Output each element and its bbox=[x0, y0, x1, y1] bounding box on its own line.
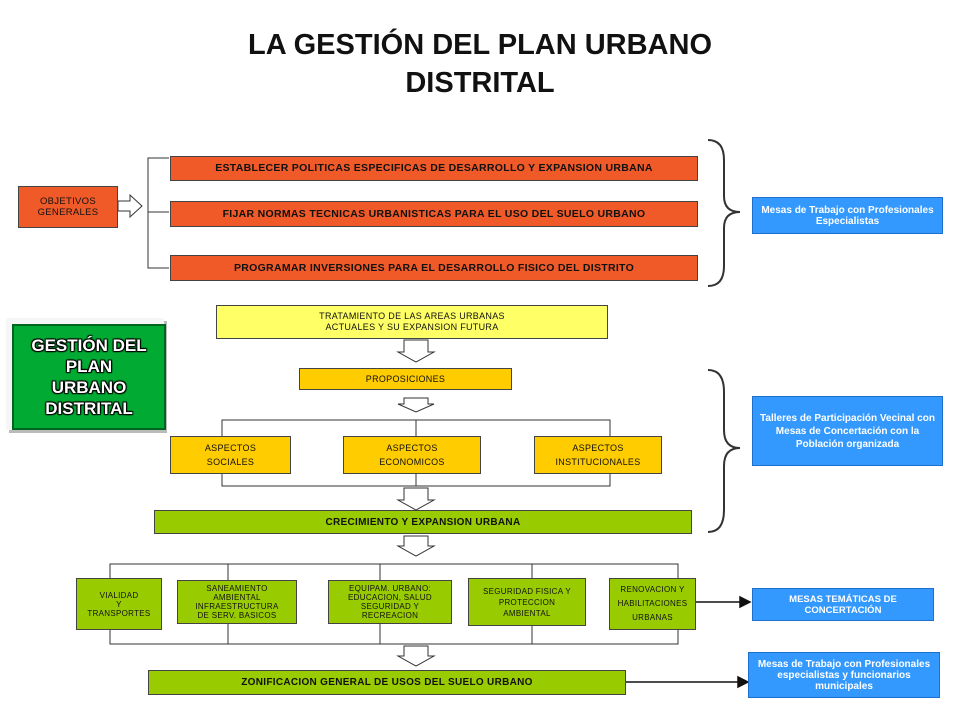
sector-seguridad-line-2: PROTECCION bbox=[498, 597, 556, 607]
sector-vialidad-line-1: VIALIDAD bbox=[99, 590, 139, 600]
sector-equipamiento-line-1: EQUIPAM. URBANO: bbox=[349, 584, 431, 593]
mesas-trabajo-box: Mesas de Trabajo con Profesionales Espec… bbox=[752, 197, 943, 234]
sector-saneamiento-box: SANEAMIENTO AMBIENTAL INFRAESTRUCTURA DE… bbox=[177, 580, 297, 624]
aspectos-institucionales-line-2: INSTITUCIONALES bbox=[555, 457, 641, 467]
aspectos-sociales-line-2: SOCIALES bbox=[206, 457, 255, 467]
sector-vialidad-line-3: TRANSPORTES bbox=[87, 608, 151, 618]
mesas-tematicas-box: MESAS TEMÁTICAS DE CONCERTACIÓN bbox=[752, 588, 934, 621]
proposiciones-label: PROPOSICIONES bbox=[365, 373, 446, 384]
zonificacion-label: ZONIFICACION GENERAL DE USOS DEL SUELO U… bbox=[241, 677, 533, 688]
sector-equipamiento-line-3: SEGURIDAD Y bbox=[360, 602, 420, 611]
tratamiento-line-1: TRATAMIENTO DE LAS AREAS URBANAS bbox=[319, 311, 505, 321]
title-line-2: DISTRITAL bbox=[405, 67, 555, 99]
arrow-to-mesas-func bbox=[737, 675, 750, 689]
arrow-to-mesas-tematicas bbox=[739, 595, 752, 609]
sector-saneamiento-line-1: SANEAMIENTO bbox=[206, 584, 268, 593]
objetivos-arrow bbox=[117, 193, 143, 219]
gestion-badge: GESTIÓN DEL PLAN URBANO DISTRITAL bbox=[6, 318, 166, 430]
sector-seguridad-line-1: SEGURIDAD FISICA Y bbox=[483, 586, 571, 596]
goal-label-3: PROGRAMAR INVERSIONES PARA EL DESARROLLO… bbox=[233, 261, 635, 274]
brace-top bbox=[707, 139, 741, 287]
aspectos-economicos-box: ASPECTOS ECONOMICOS bbox=[343, 436, 481, 474]
down-arrow-5 bbox=[396, 645, 436, 667]
goal-label-2: FIJAR NORMAS TECNICAS URBANISTICAS PARA … bbox=[222, 207, 646, 220]
sector-equipamiento-line-2: EDUCACION, SALUD bbox=[348, 593, 432, 602]
goal-box-3: PROGRAMAR INVERSIONES PARA EL DESARROLLO… bbox=[170, 255, 698, 281]
zonificacion-box: ZONIFICACION GENERAL DE USOS DEL SUELO U… bbox=[148, 670, 626, 695]
objetivos-generales-box: OBJETIVOS GENERALES bbox=[18, 186, 118, 228]
crecimiento-box: CRECIMIENTO Y EXPANSION URBANA bbox=[154, 510, 692, 534]
mesas-tematicas-label: MESAS TEMÁTICAS DE CONCERTACIÓN bbox=[789, 593, 897, 616]
sector-renovacion-box: RENOVACION Y HABILITACIONES URBANAS bbox=[609, 578, 696, 630]
sector-saneamiento-line-3: INFRAESTRUCTURA bbox=[195, 602, 279, 611]
gestion-badge-text: GESTIÓN DEL PLAN URBANO DISTRITAL bbox=[31, 335, 146, 419]
sector-equipamiento-box: EQUIPAM. URBANO: EDUCACION, SALUD SEGURI… bbox=[328, 580, 452, 624]
down-arrow-4 bbox=[396, 535, 436, 557]
aspectos-institucionales-line-1: ASPECTOS bbox=[572, 443, 624, 453]
goal-label-1: ESTABLECER POLITICAS ESPECIFICAS DE DESA… bbox=[215, 162, 653, 174]
mesas-funcionarios-box: Mesas de Trabajo con Profesionales espec… bbox=[748, 652, 940, 698]
aspectos-institucionales-box: ASPECTOS INSTITUCIONALES bbox=[534, 436, 662, 474]
aspectos-economicos-line-2: ECONOMICOS bbox=[379, 457, 445, 467]
goal-box-2: FIJAR NORMAS TECNICAS URBANISTICAS PARA … bbox=[170, 201, 698, 227]
goals-bracket bbox=[147, 157, 169, 269]
aspectos-economicos-line-1: ASPECTOS bbox=[386, 443, 438, 453]
talleres-box: Talleres de Participación Vecinal con Me… bbox=[752, 396, 943, 466]
gestion-badge-inner: GESTIÓN DEL PLAN URBANO DISTRITAL bbox=[12, 324, 166, 430]
tratamiento-box: TRATAMIENTO DE LAS AREAS URBANAS ACTUALE… bbox=[216, 305, 608, 339]
sector-saneamiento-line-4: DE SERV. BASICOS bbox=[197, 611, 277, 620]
crecimiento-label: CRECIMIENTO Y EXPANSION URBANA bbox=[325, 516, 521, 528]
goal-box-1: ESTABLECER POLITICAS ESPECIFICAS DE DESA… bbox=[170, 156, 698, 181]
sector-saneamiento-line-2: AMBIENTAL bbox=[213, 593, 261, 602]
gestion-line-2: PLAN bbox=[65, 357, 113, 376]
sector-renovacion-line-3: URBANAS bbox=[632, 613, 673, 622]
sector-equipamiento-line-4: RECREACION bbox=[361, 611, 419, 620]
sector-renovacion-line-1: RENOVACION Y bbox=[620, 585, 685, 594]
proposiciones-box: PROPOSICIONES bbox=[299, 368, 512, 390]
down-arrow-2 bbox=[397, 397, 435, 413]
aspectos-sociales-line-1: ASPECTOS bbox=[204, 443, 257, 453]
talleres-label: Talleres de Participación Vecinal con Me… bbox=[760, 412, 935, 450]
mesas-trabajo-label: Mesas de Trabajo con Profesionales Espec… bbox=[761, 204, 934, 227]
mesas-funcionarios-label: Mesas de Trabajo con Profesionales espec… bbox=[757, 658, 931, 692]
aspectos-sociales-box: ASPECTOS SOCIALES bbox=[170, 436, 291, 474]
sector-seguridad-box: SEGURIDAD FISICA Y PROTECCION AMBIENTAL bbox=[468, 578, 586, 626]
sector-vialidad-box: VIALIDAD Y TRANSPORTES bbox=[76, 578, 162, 630]
gestion-line-4: DISTRITAL bbox=[45, 399, 133, 418]
page-title: LA GESTIÓN DEL PLAN URBANO DISTRITAL bbox=[0, 26, 960, 102]
sector-vialidad-line-2: Y bbox=[116, 599, 122, 609]
down-arrow-1 bbox=[396, 339, 436, 363]
gestion-line-1: GESTIÓN DEL bbox=[31, 336, 147, 355]
sectors-top-line bbox=[109, 563, 679, 578]
tratamiento-line-2: ACTUALES Y SU EXPANSION FUTURA bbox=[325, 322, 499, 332]
objetivos-label: OBJETIVOS GENERALES bbox=[37, 196, 99, 218]
down-arrow-3 bbox=[396, 487, 436, 511]
gestion-line-3: URBANO bbox=[51, 378, 127, 397]
sector-renovacion-line-2: HABILITACIONES bbox=[617, 599, 688, 608]
brace-middle bbox=[707, 369, 741, 533]
title-line-1: LA GESTIÓN DEL PLAN URBANO bbox=[247, 29, 712, 61]
sector-seguridad-line-3: AMBIENTAL bbox=[503, 608, 551, 618]
sectors-bottom-line bbox=[109, 630, 679, 645]
